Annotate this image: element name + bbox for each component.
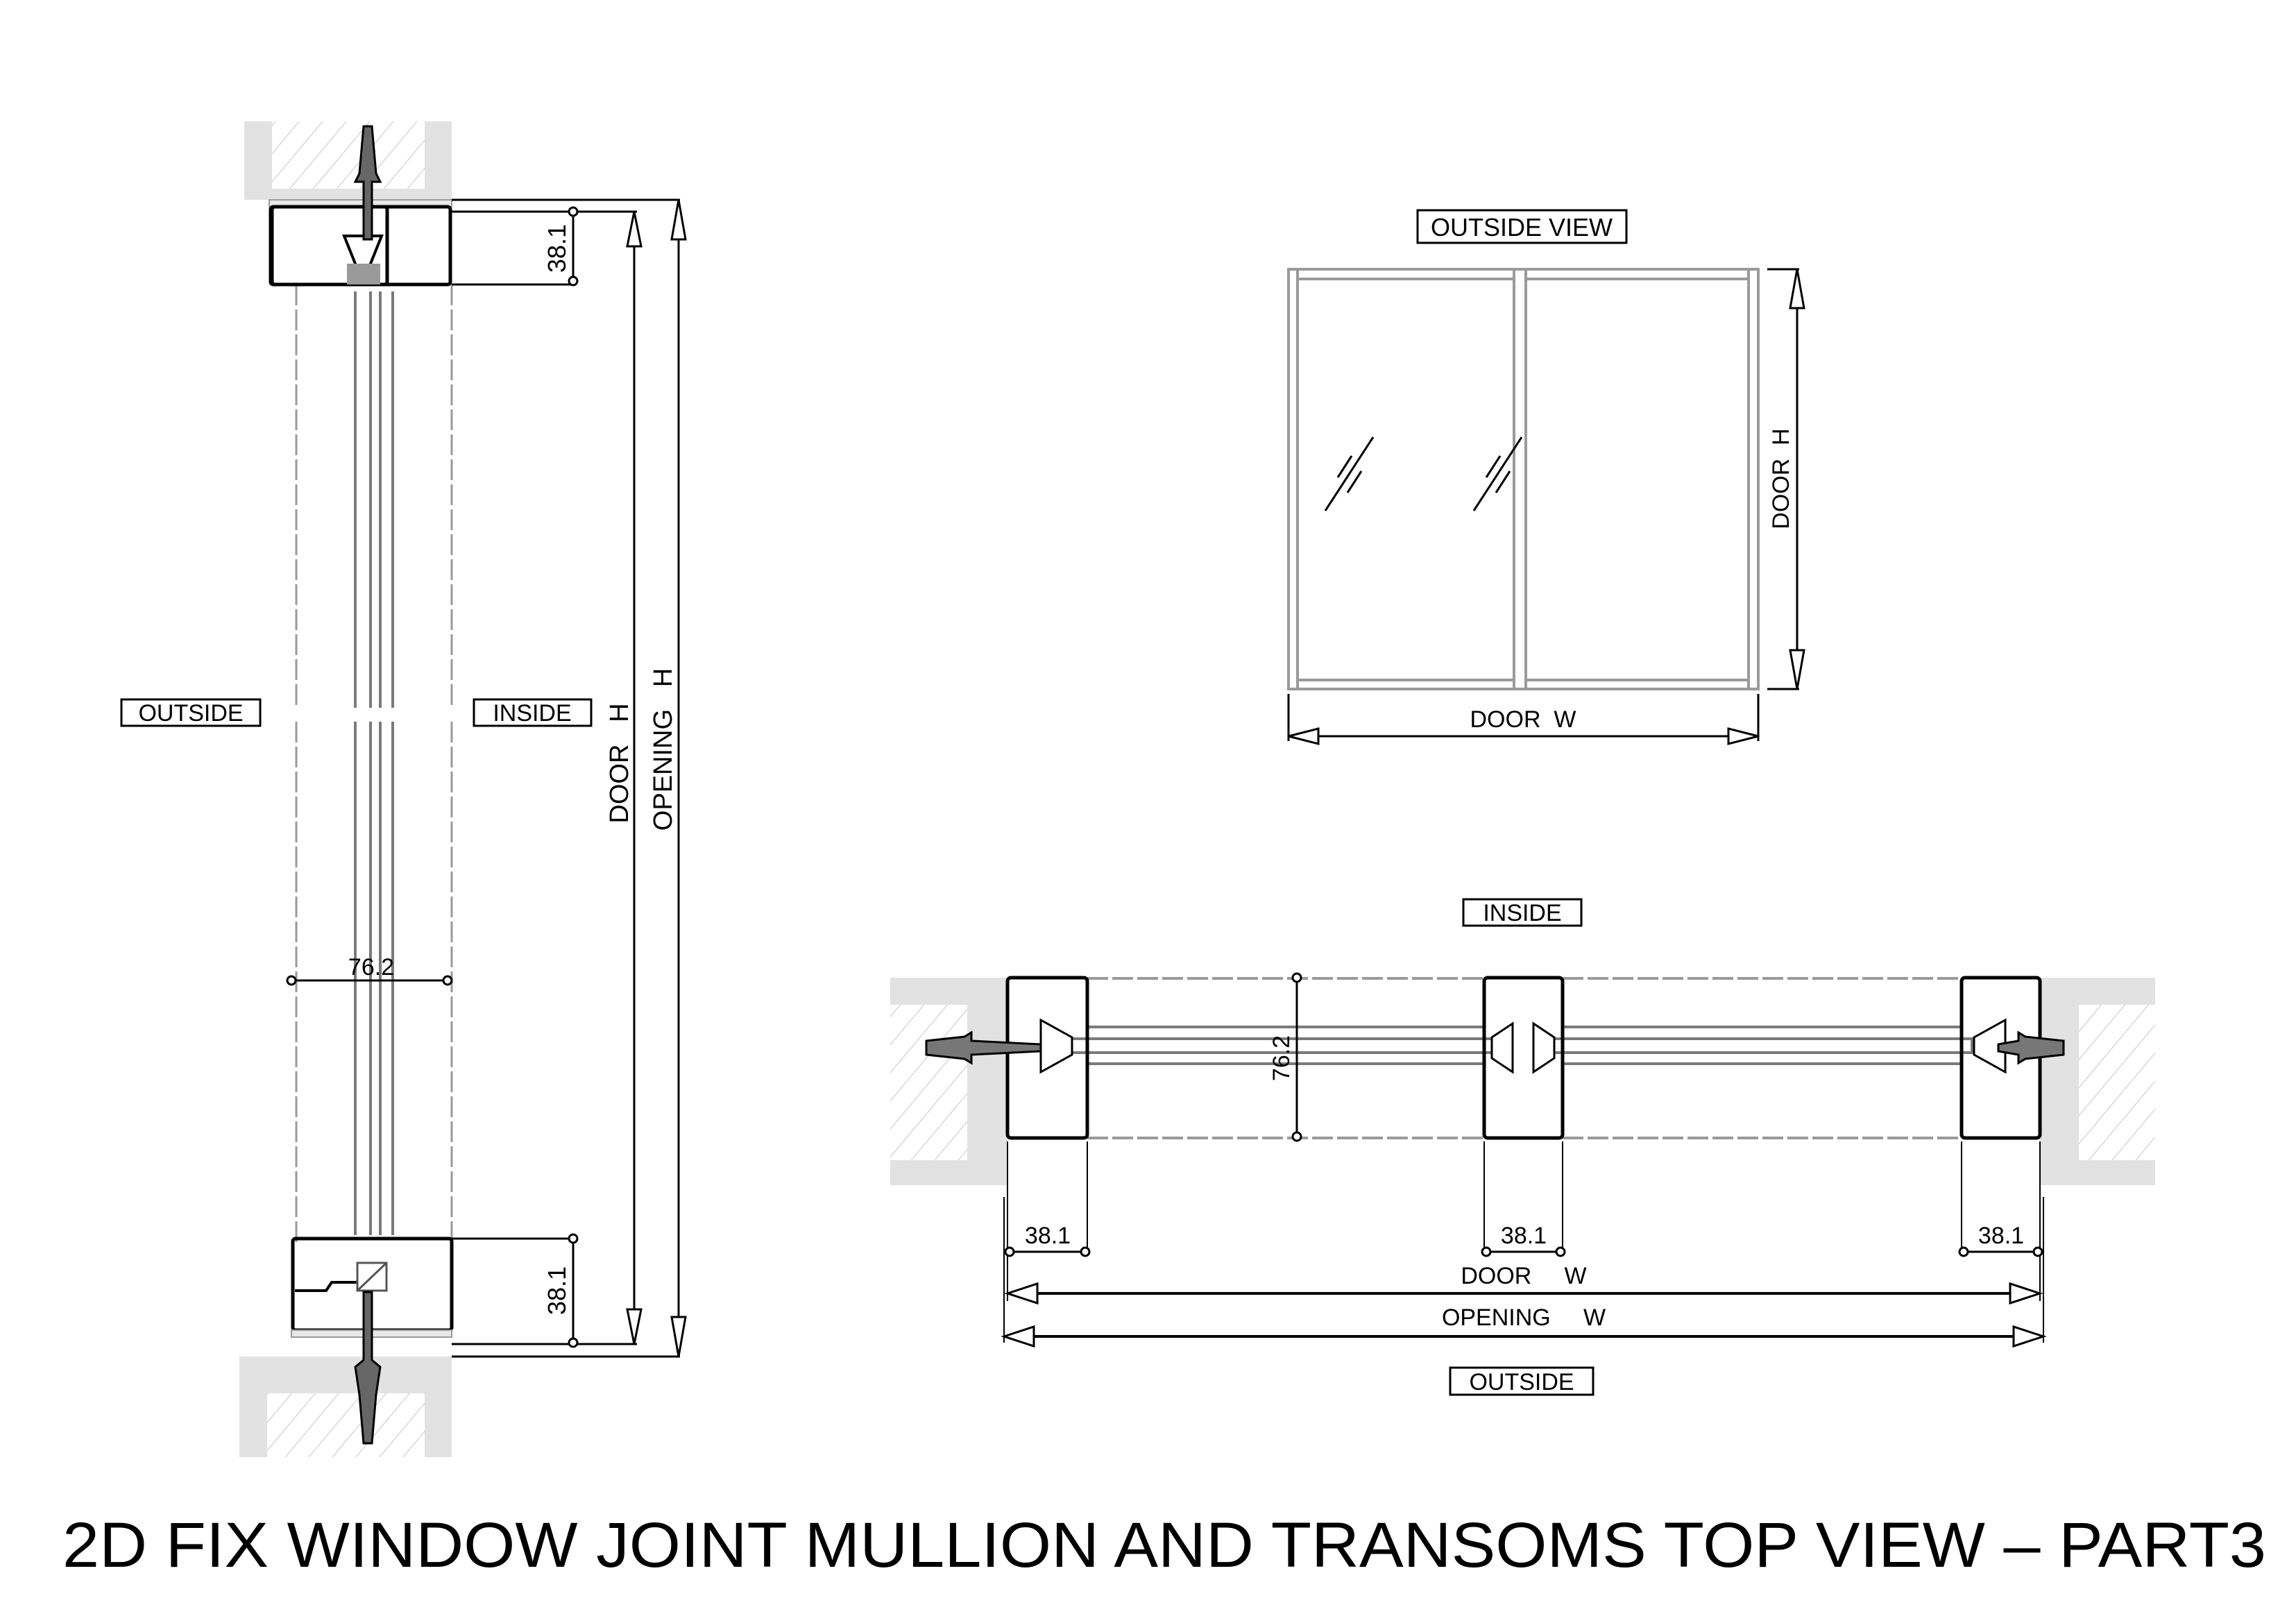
svg-text:INSIDE: INSIDE [493, 700, 571, 726]
svg-text:OPENING W: OPENING W [1442, 1305, 1606, 1331]
dim-opening-h: OPENING H [649, 199, 687, 1357]
plan-section: INSIDE [890, 898, 2155, 1396]
dim-right-profile-38-1: 38.1 [1958, 1223, 2043, 1257]
left-jamb-profile [1005, 976, 1089, 1140]
window-frame [1287, 268, 1760, 690]
svg-text:OUTSIDE VIEW: OUTSIDE VIEW [1431, 213, 1613, 241]
dim-depth-76-2-plan: 76.2 [1268, 972, 1302, 1142]
center-mullion-profile [1482, 976, 1565, 1140]
svg-text:38.1: 38.1 [543, 1266, 571, 1315]
dim-opening-w-plan: OPENING W [1001, 1305, 2047, 1348]
dim-door-h-elevation: DOOR H [1767, 268, 1805, 690]
left-anchor-screw [925, 1030, 1042, 1065]
dim-door-h: DOOR H [605, 211, 643, 1345]
dim-left-profile-38-1: 38.1 [1004, 1223, 1091, 1257]
svg-text:38.1: 38.1 [543, 224, 571, 273]
drawing-title: 2D FIX WINDOW JOINT MULLION AND TRANSOMS… [62, 1510, 2266, 1581]
label-inside-vertical: INSIDE [473, 698, 593, 727]
left-wall [890, 978, 1007, 1185]
glass-reflection-marks [1324, 436, 1523, 511]
glass-panes-plan [1069, 1026, 1973, 1065]
svg-text:76.2: 76.2 [348, 954, 394, 980]
dim-door-w-plan: DOOR W [1004, 1263, 2043, 1305]
dim-door-w-elevation: DOOR W [1287, 694, 1760, 745]
dim-top-profile-38-1: 38.1 [452, 198, 680, 287]
label-outside-vertical: OUTSIDE [120, 698, 262, 727]
top-frame-profile [269, 199, 452, 287]
svg-text:OPENING H: OPENING H [649, 668, 678, 831]
label-outside-view: OUTSIDE VIEW [1416, 209, 1628, 244]
bottom-wall [239, 1357, 452, 1457]
dim-depth-76-2: 76.2 [286, 954, 453, 986]
bottom-anchor-screw [354, 1291, 382, 1445]
svg-text:38.1: 38.1 [1978, 1223, 2024, 1249]
svg-text:OUTSIDE: OUTSIDE [138, 700, 243, 726]
svg-text:DOOR H: DOOR H [1768, 428, 1794, 529]
svg-text:38.1: 38.1 [1025, 1223, 1071, 1249]
right-wall [2040, 978, 2155, 1185]
label-inside-plan: INSIDE [1462, 898, 1583, 927]
top-anchor-screw [353, 125, 382, 241]
svg-text:INSIDE: INSIDE [1483, 900, 1561, 926]
label-outside-plan: OUTSIDE [1449, 1366, 1595, 1396]
top-wall [244, 121, 452, 200]
right-anchor-screw [1997, 1030, 2065, 1065]
svg-text:OUTSIDE: OUTSIDE [1469, 1369, 1574, 1395]
svg-text:DOOR W: DOOR W [1470, 706, 1576, 733]
dim-bottom-profile-38-1: 38.1 [452, 1233, 680, 1358]
outside-view-elevation: OUTSIDE VIEW [1287, 209, 1805, 745]
svg-text:DOOR H: DOOR H [605, 703, 634, 823]
glass-pane-vertical [354, 291, 394, 1235]
svg-text:DOOR W: DOOR W [1461, 1263, 1586, 1289]
dim-mid-profile-38-1: 38.1 [1481, 1223, 1566, 1257]
vertical-section: 76.2 38.1 38.1 DOOR H [120, 121, 687, 1457]
svg-text:38.1: 38.1 [1501, 1223, 1547, 1249]
svg-text:76.2: 76.2 [1268, 1035, 1295, 1081]
